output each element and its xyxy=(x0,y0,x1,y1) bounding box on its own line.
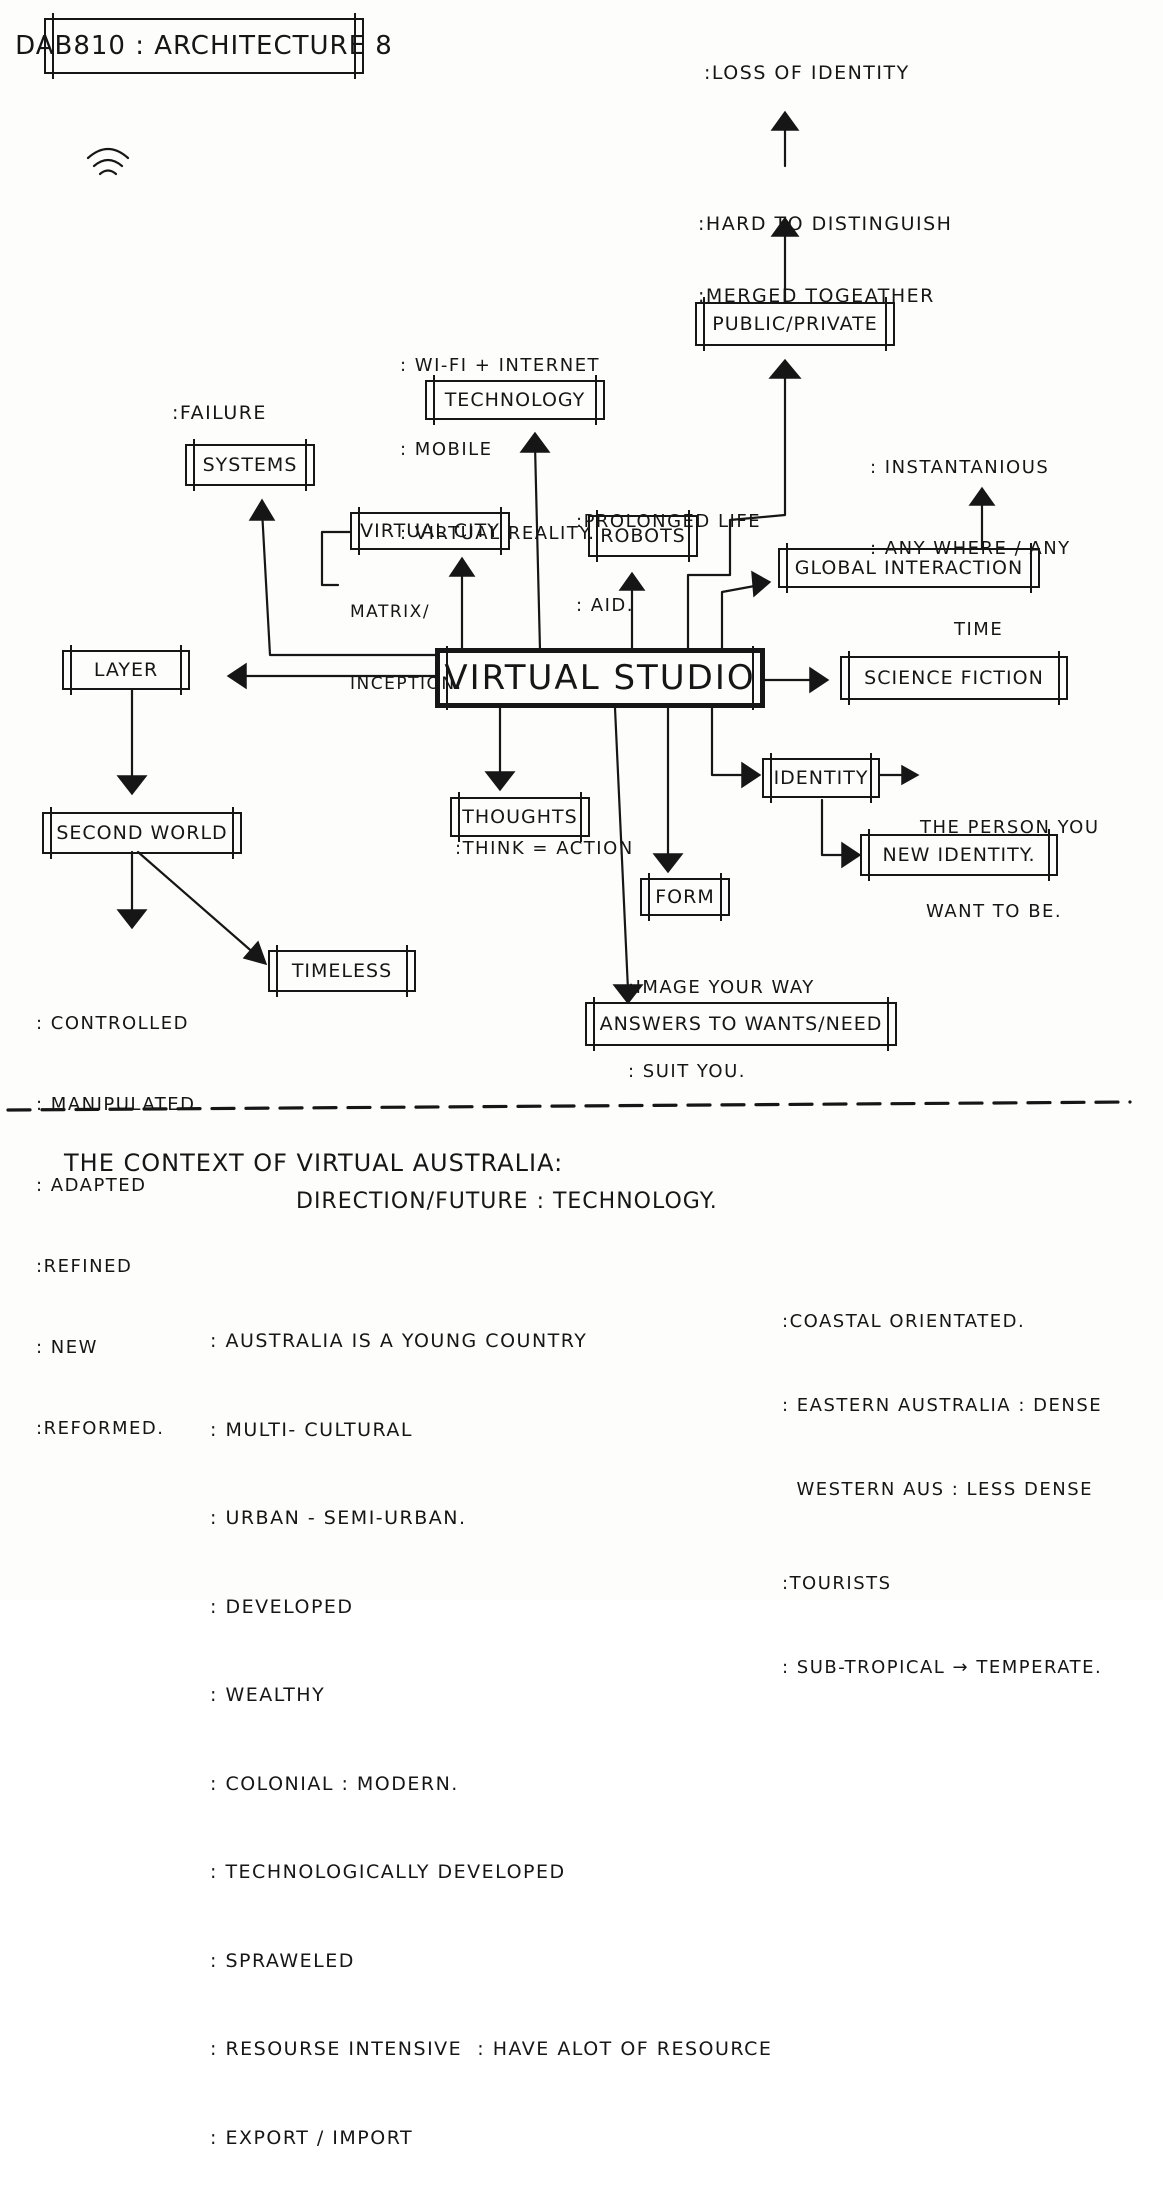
arrowhead-public-private xyxy=(768,358,802,379)
node-global-interaction: GLOBAL INTERACTION xyxy=(778,543,1040,593)
hard-to-distinguish-notes: :HARD TO DISTINGUISH :MERGED TOGEATHER xyxy=(698,164,952,356)
context-item-sprawled: : SPRAWELED xyxy=(210,1949,355,1972)
context-item-western: WESTERN AUS : LESS DENSE xyxy=(782,1479,1093,1500)
node-thoughts: THOUGHTS xyxy=(450,792,590,842)
second-world-note-new: : NEW xyxy=(36,1337,98,1358)
robots-note-aid: : AID. xyxy=(576,595,634,616)
context-item-young-country: : AUSTRALIA IS A YOUNG COUNTRY xyxy=(210,1330,588,1352)
connector-global-interaction xyxy=(720,583,762,652)
connector-answers xyxy=(613,706,630,992)
arrowhead-layer xyxy=(226,662,247,690)
arrowhead-robots xyxy=(618,571,646,591)
second-world-note-controlled: : CONTROLLED xyxy=(36,1013,189,1034)
context-subtitle: DIRECTION/FUTURE : TECHNOLOGY. xyxy=(296,1189,718,1214)
connector-public-private xyxy=(686,370,787,652)
virtual-city-notes: MATRIX/ INCEPTION. xyxy=(350,552,463,744)
context-item-resource: : RESOURSE INTENSIVE : HAVE ALOT OF RESO… xyxy=(210,2038,773,2060)
arrowhead-second-world-list xyxy=(116,909,148,930)
virtual-city-note-matrix: MATRIX/ xyxy=(350,602,431,622)
node-second-world: SECOND WORLD xyxy=(42,807,242,859)
node-public-private: PUBLIC/PRIVATE xyxy=(695,297,895,351)
arrowhead-science-fiction xyxy=(809,666,830,694)
arrowhead-technology xyxy=(519,431,551,453)
arrowhead-systems xyxy=(248,498,276,521)
identity-note-person: THE PERSON YOU xyxy=(920,817,1100,838)
arrowhead-timeless xyxy=(242,940,268,966)
sketch-page: DAB810 : ARCHITECTURE 8 VIRTUAL STUDIO :… xyxy=(6,13,1132,2149)
context-item-eastern: : EASTERN AUSTRALIA : DENSE xyxy=(782,1395,1103,1416)
node-answers: ANSWERS TO WANTS/NEED xyxy=(585,997,897,1051)
global-interaction-note-time: TIME xyxy=(954,619,1004,640)
context-title: THE CONTEXT OF VIRTUAL AUSTRALIA: xyxy=(64,1149,564,1177)
context-item-wealthy: : WEALTHY xyxy=(210,1684,326,1706)
systems-note: :FAILURE xyxy=(172,402,267,424)
hard-to-distinguish-note: :HARD TO DISTINGUISH xyxy=(698,213,953,235)
technology-note-mobile: : MOBILE xyxy=(400,439,493,460)
arrowhead-new-identity xyxy=(841,841,862,869)
arrowhead-virtual-city xyxy=(448,556,476,577)
second-world-note-adapted: : ADAPTED xyxy=(36,1175,147,1196)
technology-notes: : WI-FI + INTERNET : MOBILE : VIRTUAL RE… xyxy=(400,296,600,604)
form-note-image: :IMAGE YOUR WAY xyxy=(628,977,815,998)
second-world-note-manipulated: : MANIPULATED xyxy=(36,1094,196,1115)
arrowhead-global-interaction xyxy=(751,570,772,598)
technology-note-wifi: : WI-FI + INTERNET xyxy=(400,355,601,376)
virtual-city-note-inception: INCEPTION. xyxy=(350,674,463,694)
arrowhead-thoughts xyxy=(484,771,516,792)
arrowhead-second-world xyxy=(116,775,148,796)
identity-notes: THE PERSON YOU WANT TO BE. xyxy=(920,758,1100,982)
merged-together-note: :MERGED TOGEATHER xyxy=(698,285,935,307)
node-timeless: TIMELESS xyxy=(268,945,416,997)
node-form: FORM xyxy=(640,873,730,921)
section-divider xyxy=(6,1100,1132,1112)
node-robots: ROBOTS xyxy=(588,510,698,562)
arrowhead-person xyxy=(901,764,920,786)
context-item-colonial-modern: : COLONIAL : MODERN. xyxy=(210,1772,459,1795)
wifi-icon xyxy=(86,147,130,176)
second-world-note-refined: :REFINED xyxy=(36,1256,133,1277)
connector-new-identity xyxy=(820,798,850,857)
form-note-suit: : SUIT YOU. xyxy=(628,1061,746,1082)
center-node-virtual-studio: VIRTUAL STUDIO xyxy=(435,646,765,710)
arrowhead-identity xyxy=(741,761,762,789)
node-systems: SYSTEMS xyxy=(185,439,315,491)
global-interaction-note-instant: : INSTANTANIOUS xyxy=(870,457,1050,478)
identity-note-want: WANT TO BE. xyxy=(926,901,1063,922)
arrowhead-answers xyxy=(612,984,644,1005)
form-notes: :IMAGE YOUR WAY : SUIT YOU. xyxy=(628,918,815,1142)
arrowhead-loss-of-identity xyxy=(770,110,800,131)
context-item-urban: : URBAN - SEMI-URBAN. xyxy=(210,1507,467,1529)
context-item-climate: : SUB-TROPICAL → TEMPERATE. xyxy=(782,1657,1103,1678)
connector-systems xyxy=(260,508,437,657)
second-world-notes: : CONTROLLED : MANIPULATED : ADAPTED :RE… xyxy=(36,956,196,1496)
arrowhead-anywhere xyxy=(968,486,996,506)
context-item-tourists: :TOURISTS xyxy=(782,1573,892,1594)
node-science-fiction: SCIENCE FICTION xyxy=(840,651,1068,705)
arrowhead-hard-to-distinguish xyxy=(770,216,800,237)
node-identity: IDENTITY xyxy=(762,753,880,803)
node-virtual-city: VIRTUAL CITY xyxy=(350,507,510,555)
second-world-note-reformed: :REFORMED. xyxy=(36,1418,165,1439)
node-new-identity: NEW IDENTITY. xyxy=(860,829,1058,881)
connector-identity xyxy=(710,706,750,777)
context-right-list: :COASTAL ORIENTATED. : EASTERN AUSTRALIA… xyxy=(782,1252,1102,1738)
connector-technology xyxy=(533,443,542,652)
connector-virtual-city-matrix xyxy=(320,530,352,587)
arrowhead-form xyxy=(652,853,684,874)
context-item-coastal: :COASTAL ORIENTATED. xyxy=(782,1311,1026,1332)
robots-notes: :PROLONGED LIFE : AID. xyxy=(576,452,761,676)
connector-timeless xyxy=(136,850,258,957)
technology-note-vr: : VIRTUAL REALITY. xyxy=(400,523,596,544)
mind-map-connectors xyxy=(6,110,1132,1112)
loss-of-identity-note: :LOSS OF IDENTITY xyxy=(704,62,910,84)
node-layer: LAYER xyxy=(62,645,190,695)
context-left-list: : AUSTRALIA IS A YOUNG COUNTRY : MULTI- … xyxy=(210,1268,772,2212)
context-item-technological: : TECHNOLOGICALLY DEVELOPED xyxy=(210,1861,566,1883)
node-technology: TECHNOLOGY xyxy=(425,375,605,425)
context-item-export-import: : EXPORT / IMPORT xyxy=(210,2126,414,2149)
page-title: DAB810 : ARCHITECTURE 8 xyxy=(15,13,392,79)
thoughts-note: :THINK = ACTION xyxy=(455,838,634,859)
context-item-multicultural: : MULTI- CULTURAL xyxy=(210,1418,413,1441)
context-item-developed: : DEVELOPED xyxy=(210,1595,354,1618)
